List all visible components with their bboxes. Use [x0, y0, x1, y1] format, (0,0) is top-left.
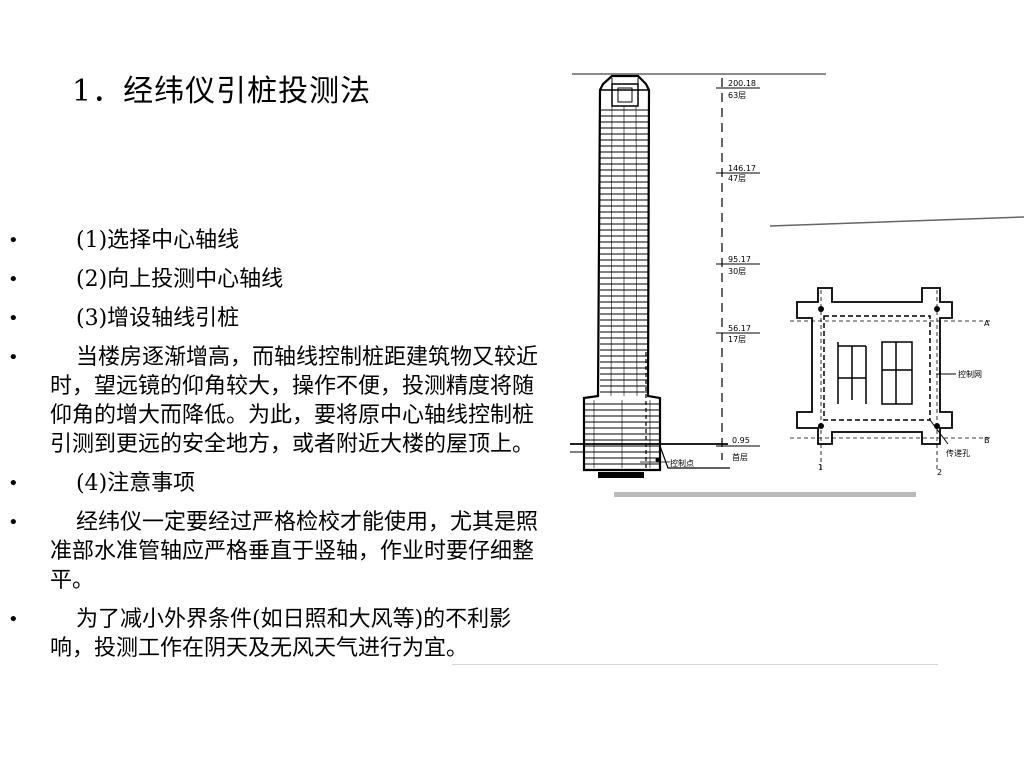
- bullet-marker: •: [8, 473, 19, 494]
- elevation-value-3: 95.17: [728, 255, 751, 264]
- elevation-axis: 200.18 63层 146.17 47层 95.17 30层 56.17 17…: [716, 78, 760, 462]
- bullet-text: 当楼房逐渐增高，而轴线控制桩距建筑物又较近时，望远镜的仰角较大，操作不便，投测精…: [50, 345, 539, 457]
- transfer-hole-label: 传递孔: [946, 448, 970, 458]
- elevation-value-4: 56.17: [728, 324, 751, 333]
- slide-title: 1．经纬仪引桩投测法: [72, 74, 372, 109]
- bullet-marker: •: [8, 609, 19, 630]
- bullet-item: • (1)选择中心轴线: [0, 226, 560, 255]
- bullet-text: 为了减小外界条件(如日照和大风等)的不利影响，投测工作在阴天及无风天气进行为宜。: [50, 607, 512, 661]
- bullet-item: • 当楼房逐渐增高，而轴线控制桩距建筑物又较近时，望远镜的仰角较大，操作不便，投…: [0, 343, 560, 459]
- bullet-text: (1)选择中心轴线: [76, 228, 240, 253]
- elevation-value-2: 146.17: [728, 164, 756, 173]
- bullet-list: • (1)选择中心轴线 • (2)向上投测中心轴线 • (3)增设轴线引桩 • …: [0, 226, 560, 673]
- bullet-item: • 为了减小外界条件(如日照和大风等)的不利影响，投测工作在阴天及无风天气进行为…: [0, 605, 560, 663]
- bullet-item: • (2)向上投测中心轴线: [0, 265, 560, 294]
- bullet-text: (3)增设轴线引桩: [76, 306, 240, 331]
- elevation-floor-5: 首层: [732, 452, 748, 462]
- figure-caption-strip: [614, 492, 916, 497]
- bullet-marker: •: [8, 230, 19, 251]
- bullet-marker: •: [8, 512, 19, 533]
- bullet-marker: •: [8, 347, 19, 368]
- tower-elevation: [582, 74, 662, 472]
- figure-border-right: [769, 216, 1024, 227]
- axis-b-label: B: [984, 436, 990, 445]
- elevation-floor-4: 17层: [728, 335, 746, 344]
- elevation-floor-2: 47层: [728, 174, 746, 183]
- floor-lines: [584, 109, 660, 465]
- axis-1-label: 1: [818, 463, 823, 472]
- bullet-marker: •: [8, 269, 19, 290]
- axis-a-label: A: [984, 319, 990, 328]
- divider-line: [452, 664, 938, 665]
- bullet-text: 经纬仪一定要经过严格检校才能使用，尤其是照准部水准管轴应严格垂直于竖轴，作业时要…: [50, 510, 539, 593]
- bullet-marker: •: [8, 308, 19, 329]
- bullet-item: • 经纬仪一定要经过严格检校才能使用，尤其是照准部水准管轴应严格垂直于竖轴，作业…: [0, 508, 560, 595]
- ground-and-sightline: 控制点: [570, 352, 730, 478]
- bullet-item: • (3)增设轴线引桩: [0, 304, 560, 333]
- bullet-item: • (4)注意事项: [0, 469, 560, 498]
- elevation-value-1: 200.18: [728, 79, 756, 88]
- tower-survey-figure: 控制点 200.18 63层 146.17 47层 95.17 30层 56.1…: [570, 73, 1024, 497]
- elevation-floor-3: 30层: [728, 267, 746, 276]
- control-network-label: 控制网: [958, 369, 982, 379]
- plan-view: 控制网 传递孔 A B 1 2: [790, 287, 990, 477]
- control-point-label: 控制点: [670, 458, 694, 468]
- axis-2-label: 2: [937, 468, 942, 477]
- bullet-text: (2)向上投测中心轴线: [76, 267, 284, 292]
- elevation-value-5: 0.95: [732, 436, 750, 445]
- elevation-floor-1: 63层: [728, 91, 746, 100]
- bullet-text: (4)注意事项: [76, 471, 196, 496]
